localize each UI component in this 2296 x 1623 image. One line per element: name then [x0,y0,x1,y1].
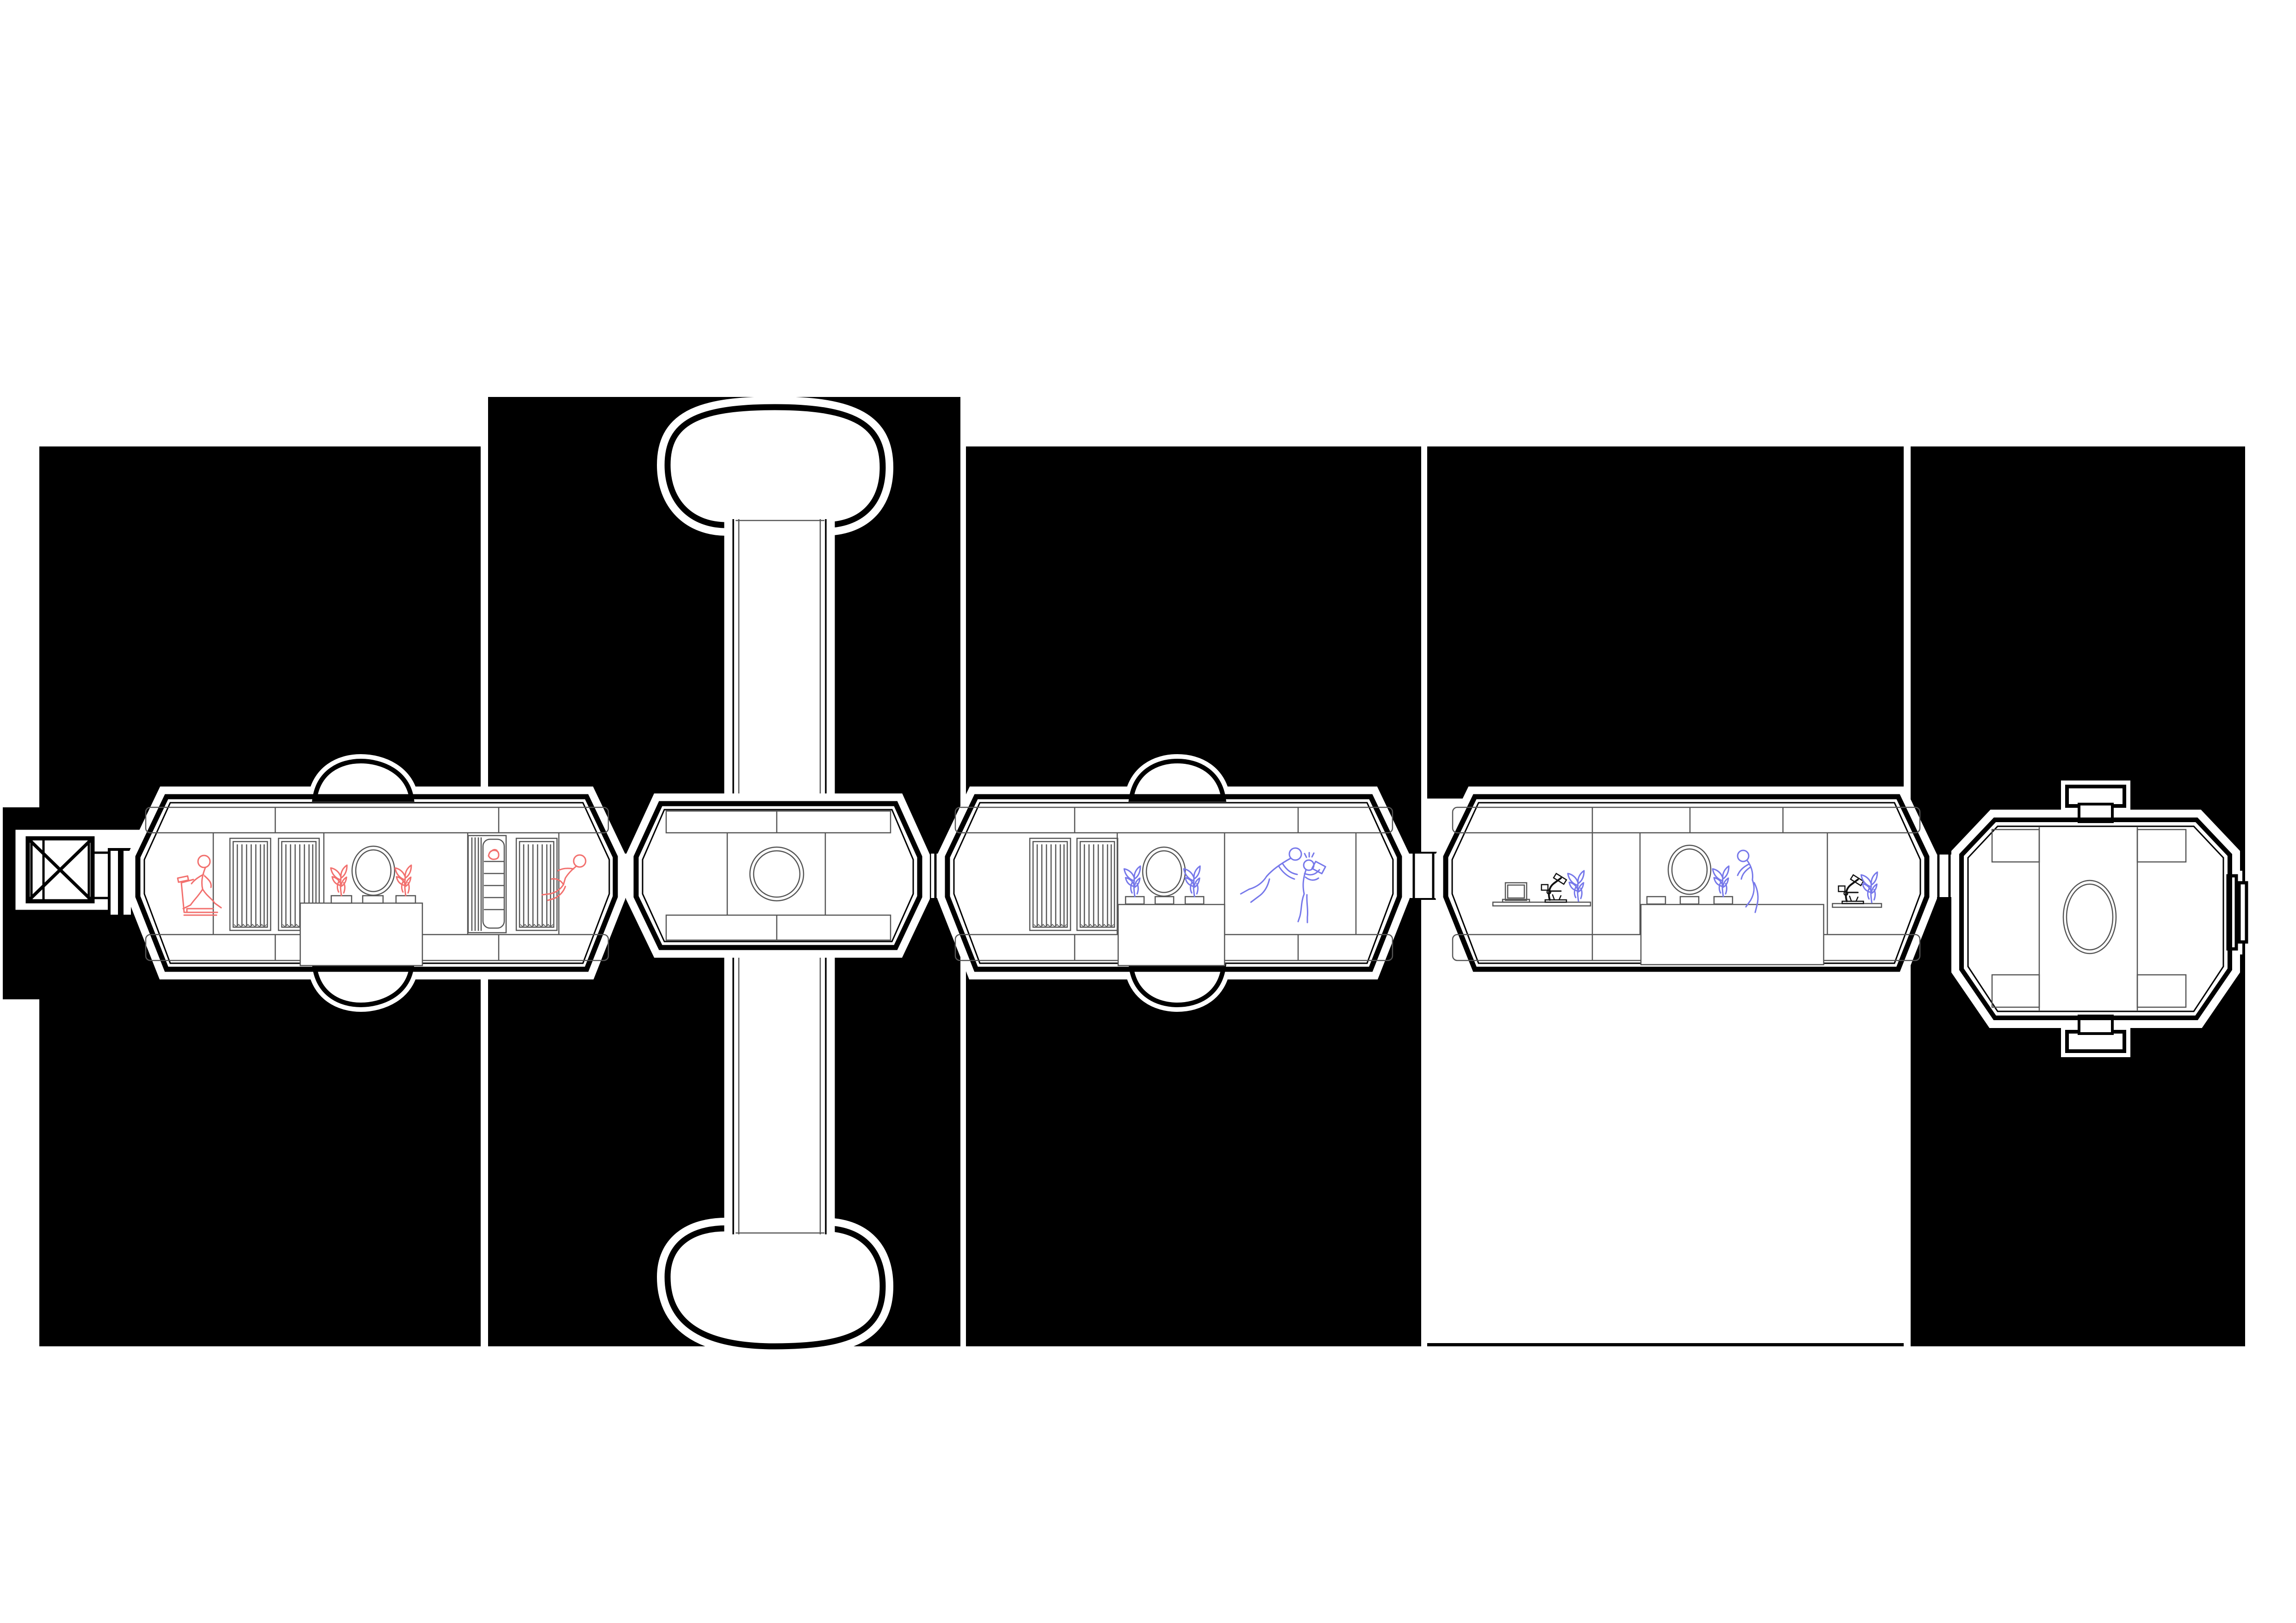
background-panels: black backdrop panel far left [3,397,2245,1346]
module-shell [633,801,922,950]
porthole-stand [1679,896,1700,905]
truss-x-bracing [26,837,94,903]
porthole-console-cabinet [1117,904,1225,966]
module-shell [945,794,1402,972]
plant-pot [1125,896,1145,905]
docking-node-module: Starboard docking node [1951,781,2248,1057]
central-node-module: Central node module [626,793,930,958]
plant-pot [395,895,416,904]
module-inner-wall [1967,825,2224,1012]
seated-floating-crew [541,854,587,901]
background-panel-4-baseline [1427,1343,1904,1346]
module-inner-wall [642,809,914,942]
runner-on-treadmill [182,855,222,910]
module-inner-wall [953,802,1394,964]
porthole-console-cabinet [299,902,423,966]
module-inner-wall [143,802,610,964]
berthing-collar-plate-1 [108,848,121,917]
docking-node-interior [1991,827,2187,1010]
module-shell [1959,818,2232,1020]
node-interior [665,810,891,941]
vertical-truss-mast-bottom: White mast with rounded end caps above a… [656,944,894,1357]
astronaut-pair-floating [1240,847,1326,923]
plant-pot [1646,896,1666,905]
astronaut-floating [1737,849,1759,913]
laboratory-module: Laboratory module [1436,787,1937,979]
plant-pot [330,895,353,904]
port-truss-boom: Port truss boom [15,830,144,917]
vertical-truss-mast-top: Vertical truss mast [656,396,894,807]
habitation-module: Habitation module [128,754,625,1012]
crew-module: Crew module [937,754,1410,1012]
background-panel-4 [1427,446,1904,799]
sleep-pod [467,835,507,934]
laptop [1502,882,1530,903]
porthole-stand [1154,896,1175,905]
porthole-stand [362,895,384,904]
sleeping-crew-head [488,849,500,860]
truss-link-rails [93,851,110,899]
module-inner-wall [1451,802,1921,964]
plant-pot [1713,896,1733,905]
treadmill [177,875,218,916]
porthole-console-cabinet [1640,904,1825,966]
plant-pot [1184,896,1205,905]
module-shell [1443,794,1930,972]
module-shell [135,794,618,972]
